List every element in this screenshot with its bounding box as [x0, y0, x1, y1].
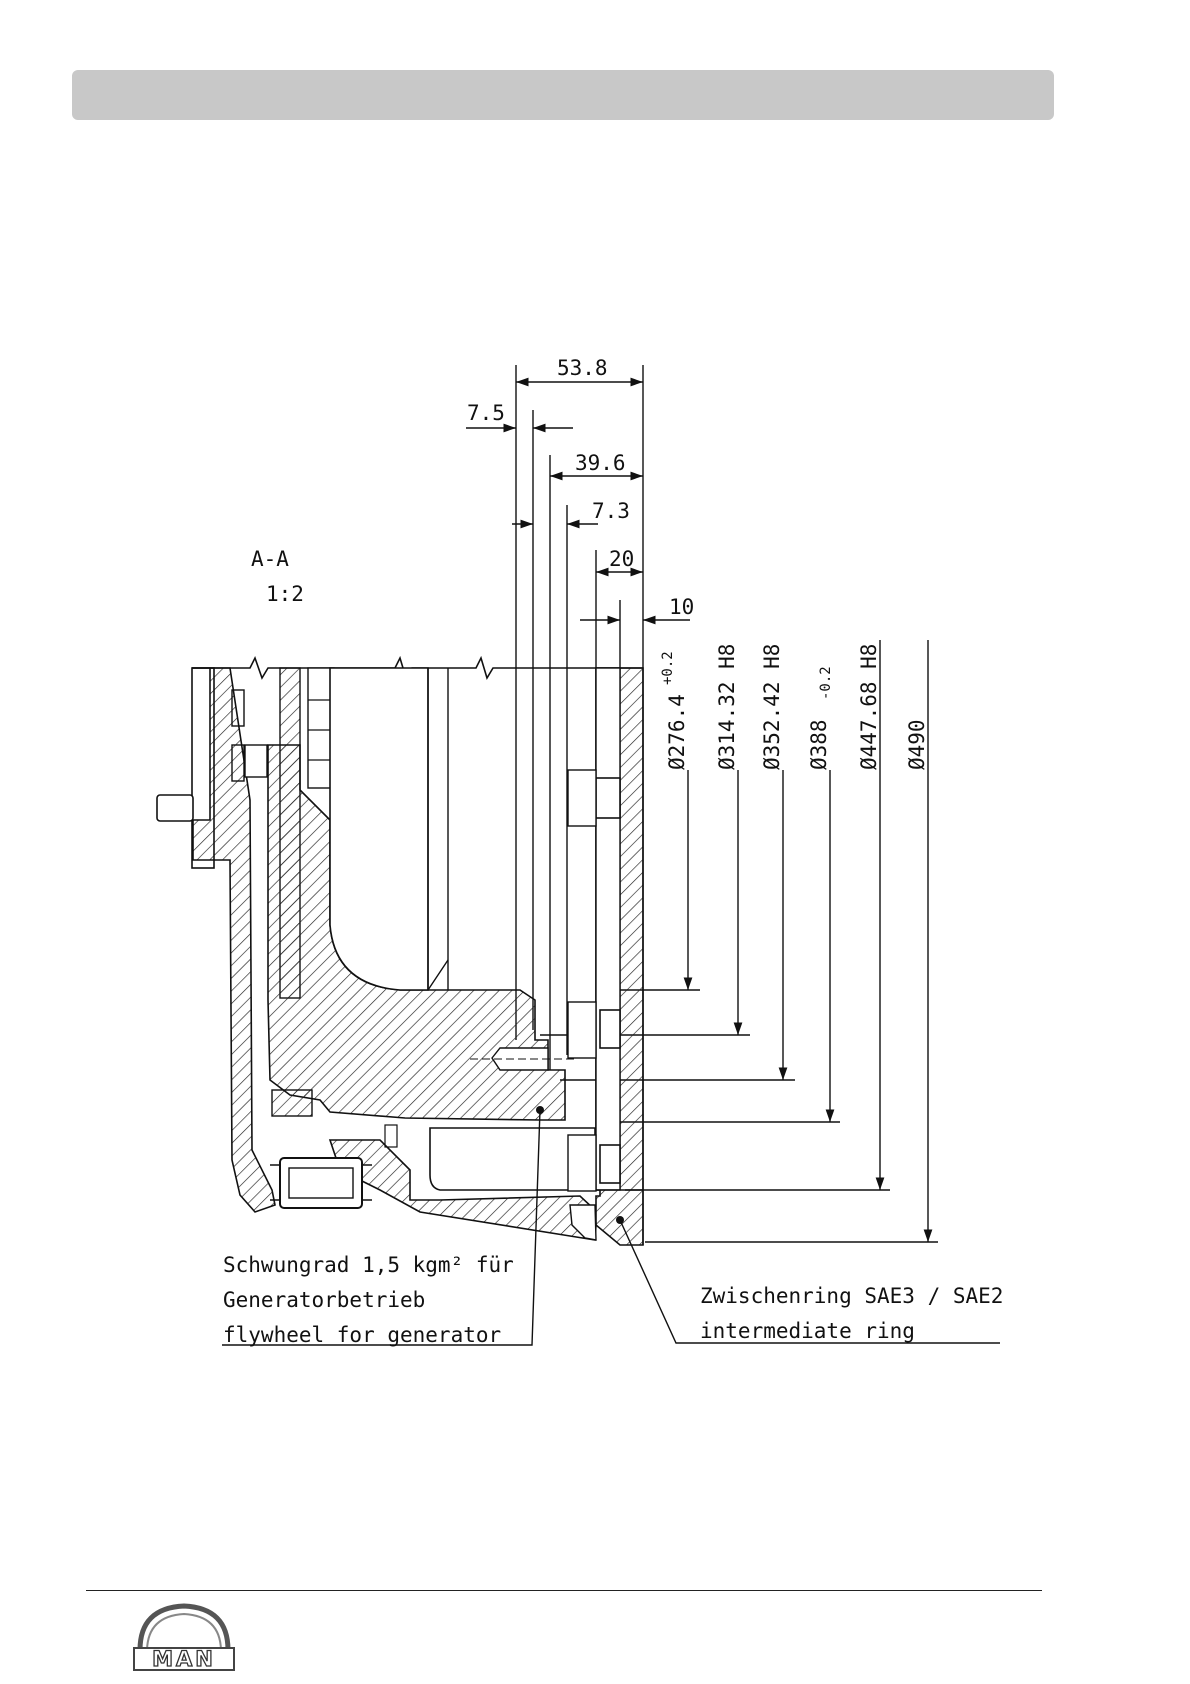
dim-20: 20 — [609, 547, 634, 571]
dim-7-5: 7.5 — [467, 401, 505, 425]
dia-276-tol: +0.2 — [660, 651, 676, 685]
man-logo: MAN — [132, 1598, 236, 1674]
dia-314: Ø314.32 H8 — [715, 644, 739, 770]
dim-53-8: 53.8 — [557, 356, 608, 380]
dia-490: Ø490 — [905, 719, 929, 770]
ring-label-line1: Zwischenring SAE3 / SAE2 — [700, 1284, 1003, 1308]
dia-276: Ø276.4 — [665, 694, 689, 770]
ring-label-line2: intermediate ring — [700, 1319, 915, 1343]
cross-section — [157, 658, 643, 1245]
dia-352: Ø352.42 H8 — [760, 644, 784, 770]
dia-388-tol: -0.2 — [818, 666, 834, 700]
scale-label: 1:2 — [266, 582, 304, 606]
flywheel-label-line3: flywheel for generator — [223, 1323, 501, 1347]
logo-text: MAN — [152, 1647, 216, 1671]
dim-10: 10 — [669, 595, 694, 619]
flywheel-label-line1: Schwungrad 1,5 kgm² für — [223, 1253, 514, 1277]
dim-7-3: 7.3 — [592, 499, 630, 523]
flywheel-label-line2: Generatorbetrieb — [223, 1288, 425, 1312]
dia-447: Ø447.68 H8 — [857, 644, 881, 770]
section-label: A-A — [251, 547, 289, 571]
footer-rule — [86, 1590, 1042, 1591]
dia-388: Ø388 — [807, 719, 831, 770]
dim-39-6: 39.6 — [575, 451, 626, 475]
